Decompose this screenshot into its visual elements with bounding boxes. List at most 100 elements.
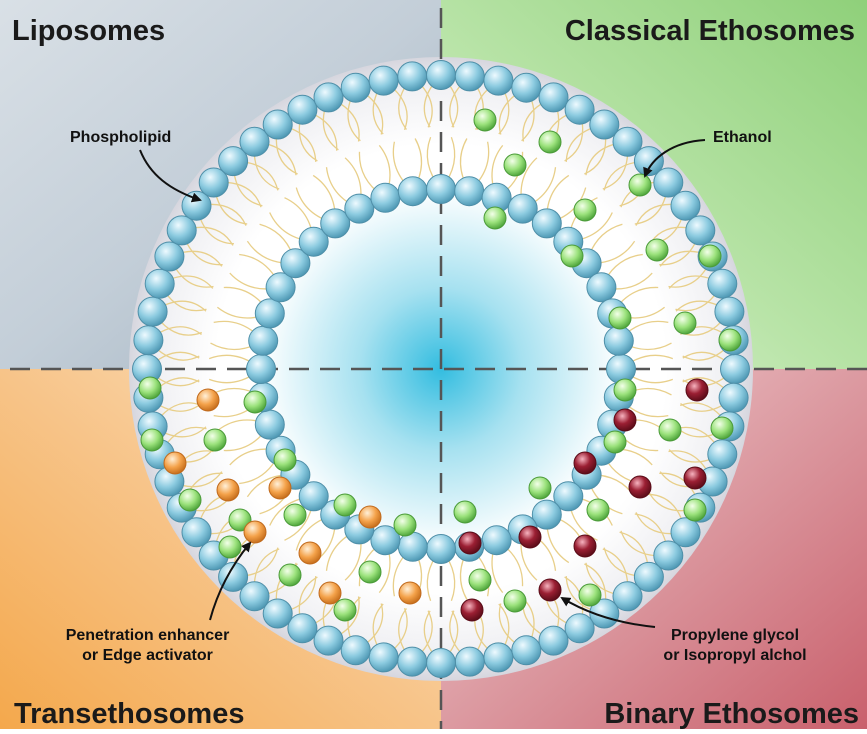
ethanol-molecule — [274, 449, 296, 471]
phospholipid-head — [249, 326, 278, 355]
phospholipid-head — [263, 110, 292, 139]
ethanol-molecule — [561, 245, 583, 267]
ethanol-molecule — [141, 429, 163, 451]
ethanol-molecule — [614, 379, 636, 401]
phospholipid-head — [255, 299, 284, 328]
ethanol-molecule — [579, 584, 601, 606]
ethanol-molecule — [659, 419, 681, 441]
ethanol-molecule — [504, 154, 526, 176]
propylene-glycol-molecule — [684, 467, 706, 489]
phospholipid-head — [398, 62, 427, 91]
ethanol-molecule — [699, 245, 721, 267]
phospholipid-head — [721, 355, 750, 384]
phospholipid-head — [512, 73, 541, 102]
ethanol-molecule — [219, 536, 241, 558]
ethanol-molecule — [609, 307, 631, 329]
propylene-glycol-molecule — [686, 379, 708, 401]
phospholipid-head — [708, 440, 737, 469]
ethanol-molecule — [284, 504, 306, 526]
ethanol-molecule — [359, 561, 381, 583]
phospholipid-head — [398, 647, 427, 676]
penetration-enhancer-molecule — [269, 477, 291, 499]
ethanol-molecule — [454, 501, 476, 523]
phospholipid-head — [455, 647, 484, 676]
penetration-enhancer-molecule — [299, 542, 321, 564]
penetration-enhancer-label: Penetration enhancer or Edge activator — [30, 626, 265, 666]
ethanol-label: Ethanol — [713, 128, 772, 148]
phospholipid-head — [686, 216, 715, 245]
penetration-enhancer-line2: or Edge activator — [30, 646, 265, 666]
ethanol-molecule — [719, 329, 741, 351]
ethanol-molecule — [204, 429, 226, 451]
phospholipid-head — [134, 326, 163, 355]
phospholipid-head — [369, 643, 398, 672]
phospholipid-head — [607, 355, 636, 384]
ethanol-molecule — [279, 564, 301, 586]
phospholipid-head — [247, 355, 276, 384]
ethanol-molecule — [504, 590, 526, 612]
ethanol-molecule — [334, 494, 356, 516]
penetration-enhancer-line1: Penetration enhancer — [30, 626, 265, 646]
ethanol-molecule — [629, 174, 651, 196]
propylene-glycol-label: Propylene glycol or Isopropyl alchol — [610, 626, 860, 666]
phospholipid-head — [182, 518, 211, 547]
phospholipid-head — [427, 535, 456, 564]
ethanol-molecule — [674, 312, 696, 334]
ethanol-molecule — [394, 514, 416, 536]
phospholipid-head — [345, 194, 374, 223]
binary-ethosomes-title: Binary Ethosomes — [604, 700, 859, 729]
phospholipid-head — [671, 191, 700, 220]
propylene-glycol-molecule — [574, 535, 596, 557]
transethosomes-title: Transethosomes — [14, 700, 244, 729]
ethanol-molecule — [139, 377, 161, 399]
phospholipid-head — [369, 66, 398, 95]
phospholipid-head — [715, 297, 744, 326]
phospholipid-head — [512, 636, 541, 665]
propylene-glycol-line1: Propylene glycol — [610, 626, 860, 646]
ethanol-molecule — [529, 477, 551, 499]
phospholipid-head — [288, 614, 317, 643]
phospholipid-head — [427, 649, 456, 678]
phospholipid-head — [138, 297, 167, 326]
propylene-glycol-molecule — [519, 526, 541, 548]
phospholipid-head — [539, 83, 568, 112]
phospholipid-head — [314, 83, 343, 112]
ethanol-molecule — [587, 499, 609, 521]
propylene-glycol-molecule — [459, 532, 481, 554]
phospholipid-head — [455, 62, 484, 91]
propylene-glycol-molecule — [461, 599, 483, 621]
phospholipid-head — [398, 177, 427, 206]
penetration-enhancer-molecule — [197, 389, 219, 411]
propylene-glycol-molecule — [539, 579, 561, 601]
phospholipid-head — [565, 614, 594, 643]
phospholipid-head — [587, 273, 616, 302]
phospholipid-head — [484, 643, 513, 672]
propylene-glycol-line2: or Isopropyl alchol — [610, 646, 860, 666]
propylene-glycol-molecule — [574, 452, 596, 474]
ethanol-molecule — [334, 599, 356, 621]
phospholipid-head — [255, 410, 284, 439]
liposomes-title: Liposomes — [12, 17, 165, 46]
ethanol-molecule — [474, 109, 496, 131]
ethanol-molecule — [244, 391, 266, 413]
propylene-glycol-molecule — [614, 409, 636, 431]
phospholipid-head — [155, 242, 184, 271]
ethanol-molecule — [179, 489, 201, 511]
phospholipid-head — [484, 66, 513, 95]
phospholipid-head — [341, 73, 370, 102]
penetration-enhancer-molecule — [244, 521, 266, 543]
phospholipid-head — [604, 326, 633, 355]
ethanol-molecule — [711, 417, 733, 439]
phospholipid-head — [288, 95, 317, 124]
phospholipid-head — [371, 183, 400, 212]
phospholipid-label: Phospholipid — [70, 128, 171, 148]
penetration-enhancer-molecule — [164, 452, 186, 474]
phospholipid-head — [539, 626, 568, 655]
phospholipid-head — [482, 526, 511, 555]
phospholipid-head — [167, 216, 196, 245]
phospholipid-head — [145, 269, 174, 298]
ethanol-molecule — [539, 131, 561, 153]
phospholipid-head — [427, 175, 456, 204]
